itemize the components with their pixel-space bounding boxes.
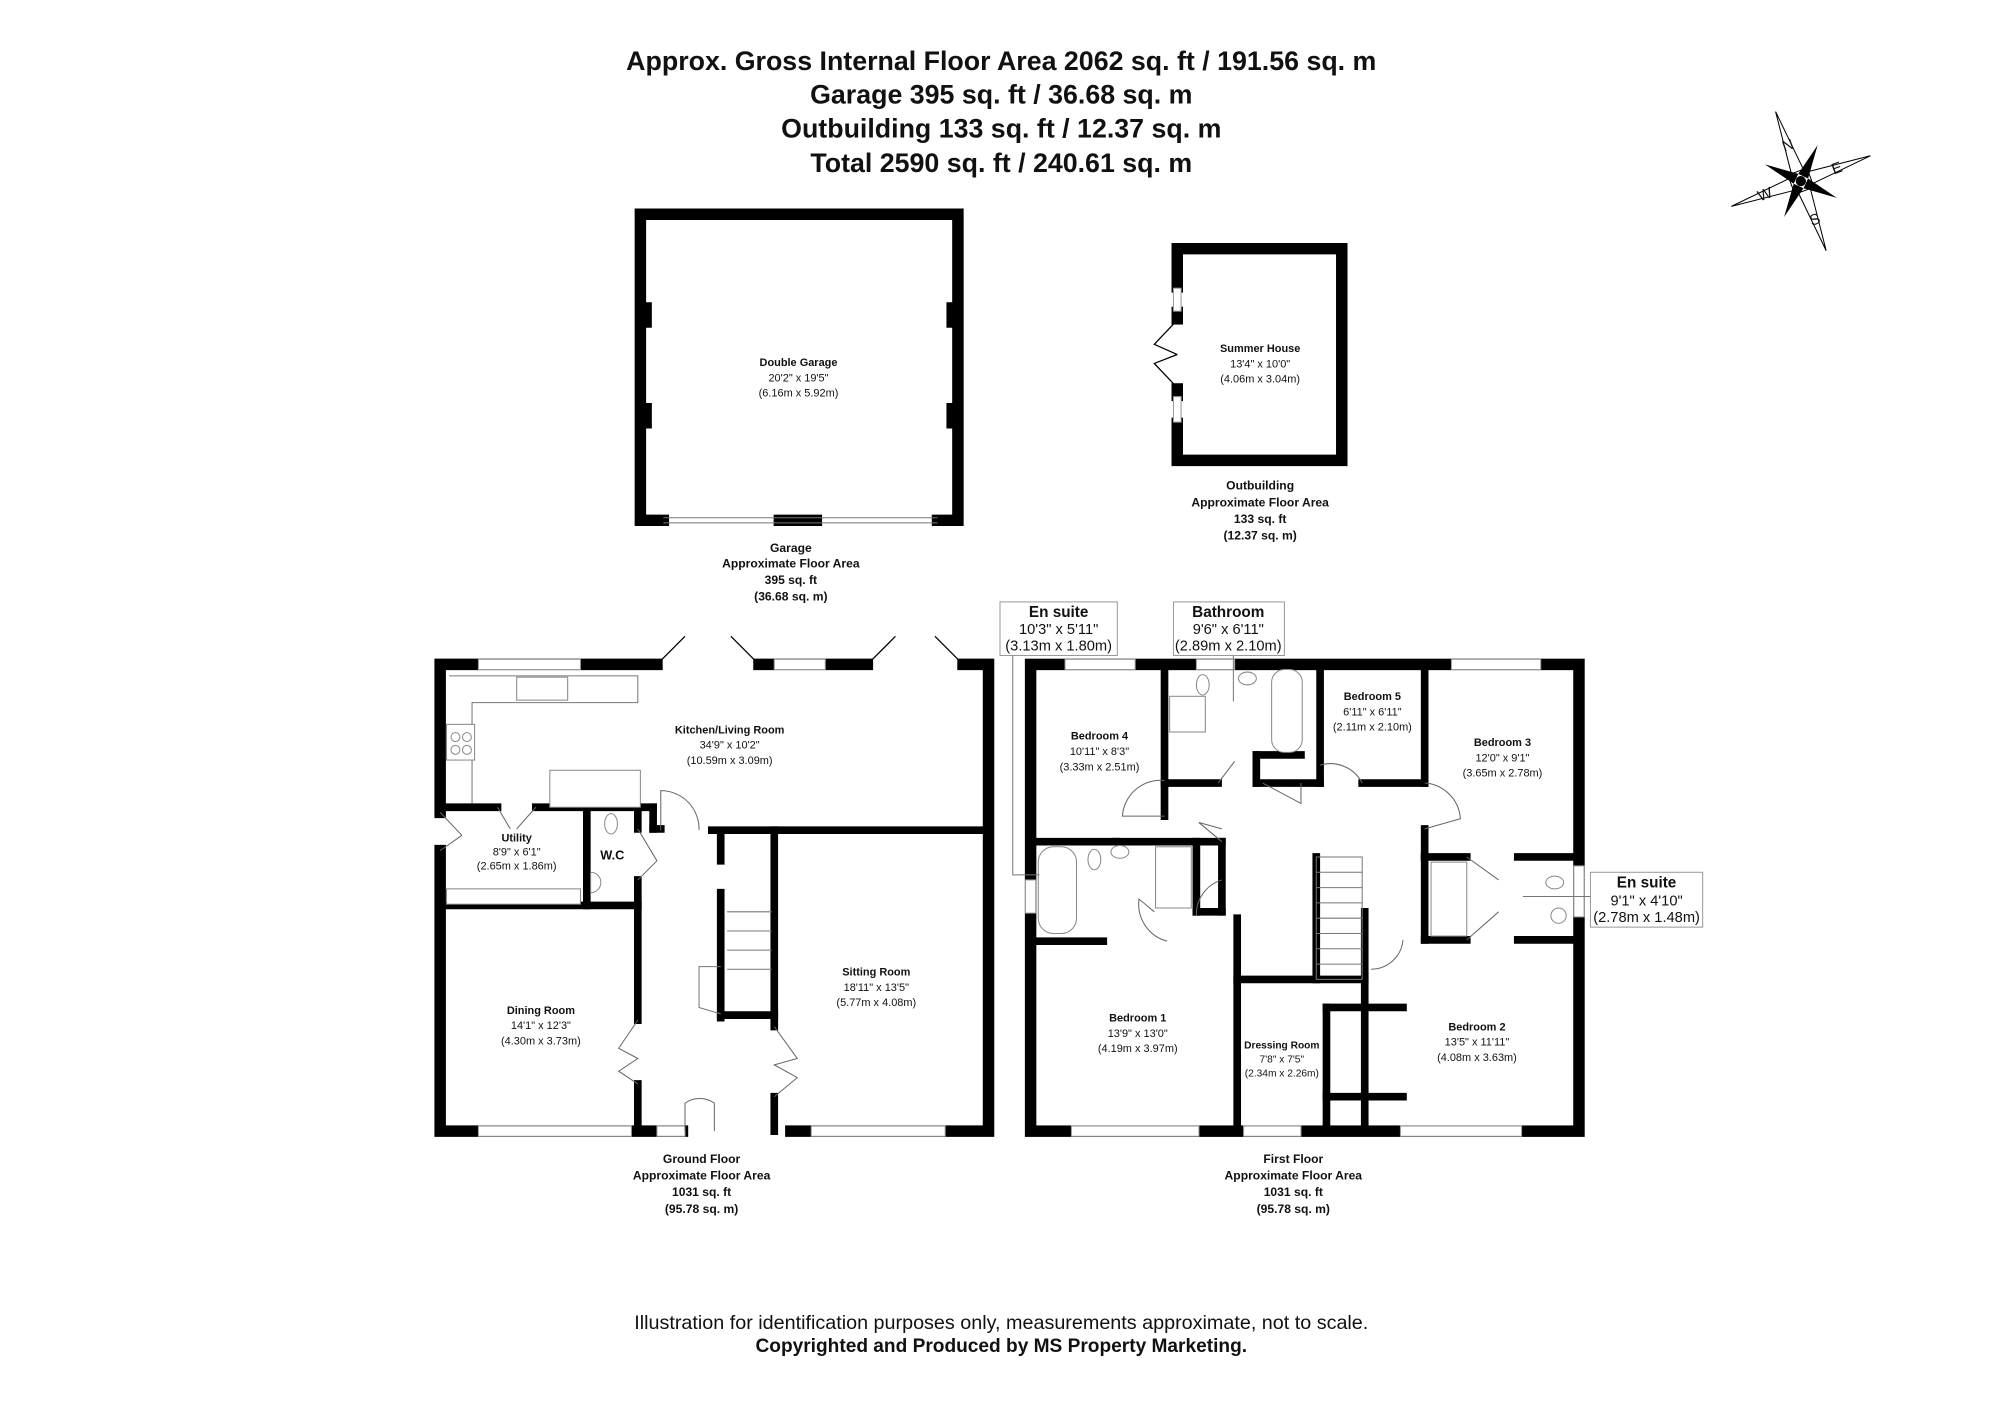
bedroom-1-metric: (4.19m x 3.97m) [1098,1043,1178,1055]
callout-en-suite-1: En suite 10'3" x 5'11" (3.13m x 1.80m) [999,601,1118,876]
garage-plan: Double Garage 20'2" x 19'5" (6.16m x 5.9… [634,208,964,604]
ground-floor-plan: Kitchen/Living Room 34'9" x 10'2" (10.59… [434,635,995,1216]
bedroom-5-imperial: 6'11" x 6'11" [1343,706,1402,718]
footer-credit: Copyrighted and Produced by MS Property … [755,1336,1247,1357]
bedroom-4-metric: (3.33m x 2.51m) [1060,761,1140,773]
bathroom-name: Bathroom [1192,604,1264,621]
kitchen-name: Kitchen/Living Room [675,724,785,736]
header-outbuilding-area: Outbuilding 133 sq. ft / 12.37 sq. m [781,114,1221,144]
dining-imperial: 14'1" x 12'3" [511,1020,571,1032]
bedroom-4-imperial: 10'11" x 8'3" [1070,746,1129,758]
first-caption-title: First Floor [1263,1152,1323,1166]
dining-name: Dining Room [507,1005,575,1017]
ground-caption-title: Ground Floor [663,1152,741,1166]
bedroom-1-imperial: 13'9" x 13'0" [1108,1028,1168,1040]
dining-metric: (4.30m x 3.73m) [501,1035,581,1047]
sitting-imperial: 18'11" x 13'5" [844,982,909,994]
utility-metric: (2.65m x 1.86m) [477,861,557,873]
bedroom-5-metric: (2.11m x 2.10m) [1333,722,1412,734]
bedroom-2-name: Bedroom 2 [1448,1021,1505,1033]
sitting-name: Sitting Room [842,967,910,979]
compass-icon: N E S W [1731,111,1871,251]
dressing-room-name: Dressing Room [1244,1040,1319,1051]
first-caption-sqm: (95.78 sq. m) [1257,1202,1330,1216]
header-total-area: Total 2590 sq. ft / 240.61 sq. m [810,148,1192,178]
utility-name: Utility [501,833,532,845]
bedroom-1-name: Bedroom 1 [1109,1012,1166,1024]
outbuilding-caption-sqft: 133 sq. ft [1234,512,1287,526]
outbuilding-room-imperial: 13'4" x 10'0" [1230,358,1290,370]
callout-en-suite-2: En suite 9'1" x 4'10" (2.78m x 1.48m) [1522,871,1704,928]
ground-caption-sqft: 1031 sq. ft [672,1185,731,1199]
dressing-room-metric: (2.34m x 2.26m) [1245,1068,1319,1079]
first-floor-plan: En suite 10'3" x 5'11" (3.13m x 1.80m) B… [999,601,1704,1216]
garage-caption-subtitle: Approximate Floor Area [722,556,860,570]
outbuilding-room-metric: (4.06m x 3.04m) [1220,374,1300,386]
first-caption-subtitle: Approximate Floor Area [1225,1169,1363,1183]
first-caption-sqft: 1031 sq. ft [1264,1185,1323,1199]
garage-room-name: Double Garage [760,357,838,369]
bathroom-metric: (2.89m x 2.10m) [1175,638,1282,654]
garage-room-imperial: 20'2" x 19'5" [768,372,828,384]
footer-disclaimer: Illustration for identification purposes… [634,1312,1368,1334]
bedroom-5-name: Bedroom 5 [1344,691,1401,703]
compass-w: W [1755,184,1775,205]
wc-name: W.C [600,848,624,863]
outbuilding-caption-subtitle: Approximate Floor Area [1191,495,1329,509]
bathroom-imperial: 9'6" x 6'11" [1193,622,1264,638]
bedroom-3-metric: (3.65m x 2.78m) [1463,768,1543,780]
outbuilding-plan: Summer House 13'4" x 10'0" (4.06m x 3.04… [1153,242,1348,542]
ground-caption-subtitle: Approximate Floor Area [633,1169,771,1183]
callout-bathroom: Bathroom 9'6" x 6'11" (2.89m x 2.10m) [1172,601,1285,702]
en-suite-1-metric: (3.13m x 1.80m) [1005,638,1112,654]
kitchen-metric: (10.59m x 3.09m) [687,755,773,767]
bedroom-3-imperial: 12'0" x 9'1" [1475,752,1529,764]
area-summary: Approx. Gross Internal Floor Area 2062 s… [626,46,1376,178]
garage-caption-sqft: 395 sq. ft [765,573,818,587]
garage-caption-title: Garage [770,541,812,555]
en-suite-1-name: En suite [1029,604,1088,621]
en-suite-2-metric: (2.78m x 1.48m) [1593,910,1700,926]
en-suite-1-imperial: 10'3" x 5'11" [1019,622,1098,638]
dressing-room-imperial: 7'8" x 7'5" [1260,1054,1305,1065]
sitting-metric: (5.77m x 4.08m) [836,997,916,1009]
outbuilding-caption-title: Outbuilding [1226,479,1294,493]
en-suite-2-name: En suite [1617,875,1677,892]
garage-room-metric: (6.16m x 5.92m) [759,388,839,400]
garage-caption-sqm: (36.68 sq. m) [754,590,827,604]
outbuilding-room-name: Summer House [1220,343,1300,355]
header-gross-area: Approx. Gross Internal Floor Area 2062 s… [626,46,1376,76]
compass-n: N [1780,136,1796,156]
en-suite-2-imperial: 9'1" x 4'10" [1610,893,1682,909]
bedroom-4-name: Bedroom 4 [1071,731,1129,743]
kitchen-imperial: 34'9" x 10'2" [700,740,760,752]
bedroom-3-name: Bedroom 3 [1474,737,1531,749]
outbuilding-caption-sqm: (12.37 sq. m) [1223,528,1296,542]
header-garage-area: Garage 395 sq. ft / 36.68 sq. m [810,79,1192,109]
bedroom-2-imperial: 13'5" x 11'11" [1445,1037,1510,1049]
bedroom-2-metric: (4.08m x 3.63m) [1437,1052,1517,1064]
ground-caption-sqm: (95.78 sq. m) [665,1202,738,1216]
utility-imperial: 8'9" x 6'1" [493,847,541,859]
